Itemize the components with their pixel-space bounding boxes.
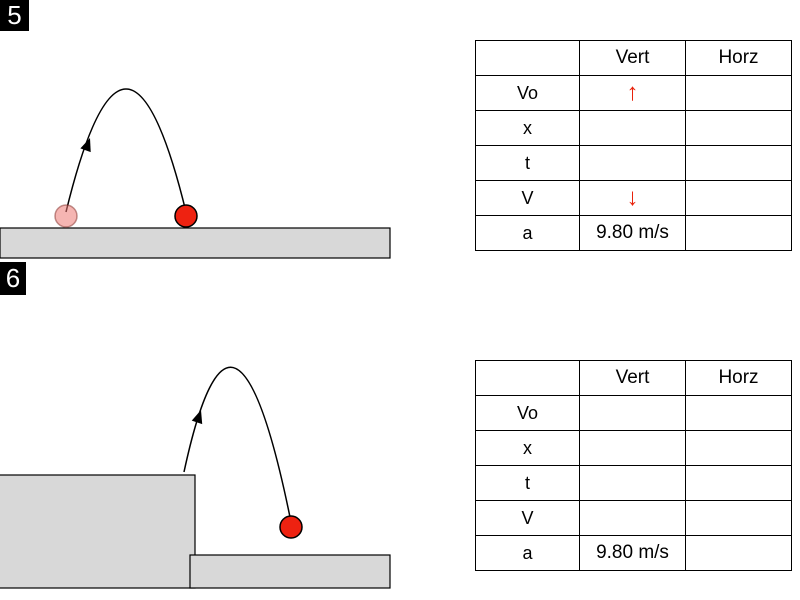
- cell-x-vert-5: [579, 110, 686, 146]
- cell-vo-horz-5: [685, 75, 792, 111]
- row-label-vo-6: Vo: [475, 395, 580, 431]
- platform-6: [0, 474, 196, 589]
- lower-ground-6: [189, 554, 391, 589]
- trajectory-arc-5: [65, 88, 187, 213]
- up-arrow-icon: ↑: [579, 75, 686, 111]
- corner-cell-6: [475, 360, 580, 396]
- projectile-ball-5: [174, 204, 198, 228]
- row-label-x-6: x: [475, 430, 580, 466]
- cell-v-horz-6: [685, 500, 792, 536]
- row-label-v-5: V: [475, 180, 580, 216]
- cell-t-horz-5: [685, 145, 792, 181]
- cell-vo-vert-6: [579, 395, 686, 431]
- col-header-vert-6: Vert: [579, 360, 686, 396]
- row-label-a-5: a: [475, 215, 580, 251]
- table-problem-6: Vert Horz Vo x t V a 9.80 m/s: [475, 360, 792, 571]
- table-row: V ↓: [475, 180, 792, 216]
- table-row: a 9.80 m/s: [475, 535, 792, 571]
- table-row: Vert Horz: [475, 40, 792, 76]
- row-label-a-6: a: [475, 535, 580, 571]
- table-row: t: [475, 145, 792, 181]
- table-row: Vo: [475, 395, 792, 431]
- cell-a-horz-5: [685, 215, 792, 251]
- trajectory-arc-6: [183, 366, 292, 523]
- cell-a-horz-6: [685, 535, 792, 571]
- projectile-ball-6: [279, 515, 303, 539]
- cell-t-vert-5: [579, 145, 686, 181]
- cell-x-horz-5: [685, 110, 792, 146]
- trajectory-arrowhead-icon-6: [191, 410, 203, 425]
- col-header-horz-5: Horz: [685, 40, 792, 76]
- row-label-t-5: t: [475, 145, 580, 181]
- row-label-v-6: V: [475, 500, 580, 536]
- cell-a-vert-5: 9.80 m/s: [579, 215, 686, 251]
- down-arrow-icon: ↓: [579, 180, 686, 216]
- cell-v-horz-5: [685, 180, 792, 216]
- col-header-horz-6: Horz: [685, 360, 792, 396]
- table-row: x: [475, 110, 792, 146]
- table-row: V: [475, 500, 792, 536]
- table-row: Vert Horz: [475, 360, 792, 396]
- ghost-ball-5: [54, 204, 78, 228]
- row-label-x-5: x: [475, 110, 580, 146]
- cell-x-vert-6: [579, 430, 686, 466]
- cell-t-horz-6: [685, 465, 792, 501]
- cell-a-vert-6: 9.80 m/s: [579, 535, 686, 571]
- table-problem-5: Vert Horz Vo ↑ x t V ↓ a 9.80 m/s: [475, 40, 792, 251]
- corner-cell-5: [475, 40, 580, 76]
- ground-5: [0, 227, 391, 259]
- table-row: x: [475, 430, 792, 466]
- problem-6-number: 6: [0, 262, 26, 295]
- cell-v-vert-6: [579, 500, 686, 536]
- cell-t-vert-6: [579, 465, 686, 501]
- row-label-vo-5: Vo: [475, 75, 580, 111]
- row-label-t-6: t: [475, 465, 580, 501]
- col-header-vert-5: Vert: [579, 40, 686, 76]
- table-row: t: [475, 465, 792, 501]
- problem-5-number: 5: [0, 0, 29, 31]
- trajectory-arrowhead-icon-5: [80, 138, 91, 153]
- table-row: Vo ↑: [475, 75, 792, 111]
- cell-vo-horz-6: [685, 395, 792, 431]
- cell-x-horz-6: [685, 430, 792, 466]
- table-row: a 9.80 m/s: [475, 215, 792, 251]
